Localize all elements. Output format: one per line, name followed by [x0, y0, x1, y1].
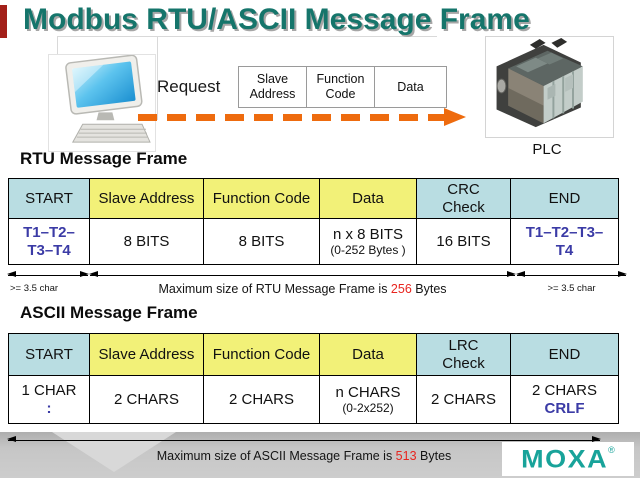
ascii-heading: ASCII Message Frame: [20, 303, 198, 322]
moxa-logo: MOXA ®: [502, 442, 634, 476]
plc-icon: [496, 37, 583, 128]
ascii-header-function-code: Function Code: [203, 334, 319, 376]
ascii-header-data: Data: [319, 334, 416, 376]
plc-label: PLC: [532, 141, 562, 158]
ascii-header-slave-address: Slave Address: [89, 334, 203, 376]
cell-line: Data: [397, 79, 424, 94]
rtu-left-note: >= 3.5 char: [10, 283, 59, 294]
rtu-cell-crc: 16 BITS: [416, 219, 510, 264]
ascii-max-span-arrow: [7, 436, 601, 443]
moxa-logo-text: MOXA: [521, 444, 609, 473]
cell-line: Address: [249, 87, 296, 101]
slide-title: Modbus RTU/ASCII Message Frame: [23, 3, 530, 36]
frame-cell-data: Data: [374, 67, 446, 107]
rtu-start-span-arrow: [7, 271, 89, 278]
ascii-cell-function-code: 2 CHARS: [203, 376, 319, 423]
accent-bar: [0, 5, 7, 38]
rtu-header-data: Data: [319, 179, 416, 219]
rtu-max-span-arrow: [89, 271, 516, 278]
ascii-max-size-value: 513: [395, 449, 417, 463]
computer-image-box: [48, 54, 156, 152]
rtu-cell-data: n x 8 BITS(0-252 Bytes ): [319, 219, 416, 264]
placeholder-line: [157, 36, 158, 120]
ascii-cell-slave-address: 2 CHARS: [89, 376, 203, 423]
request-label: Request: [157, 77, 221, 96]
placeholder-line: [57, 36, 437, 37]
rtu-cell-slave-address: 8 BITS: [89, 219, 203, 264]
rtu-header-start: START: [9, 179, 89, 219]
request-arrow: [138, 108, 470, 126]
ascii-cell-lrc: 2 CHARS: [416, 376, 510, 423]
rtu-header-end: END: [510, 179, 618, 219]
rtu-header-function-code: Function Code: [203, 179, 319, 219]
frame-cell-slave-address: Slave Address: [239, 67, 306, 107]
cell-line: Slave: [256, 72, 289, 86]
ascii-header-start: START: [9, 334, 89, 376]
frame-cell-function-code: Function Code: [306, 67, 374, 107]
ascii-max-size-note: Maximum size of ASCII Message Frame is 5…: [156, 449, 452, 463]
arrow-head-icon: [444, 108, 466, 126]
ascii-cell-start: 1 CHAR:: [21, 381, 77, 417]
rtu-end-span-arrow: [516, 271, 627, 278]
rtu-cell-start: T1–T2–T3–T4: [23, 223, 75, 259]
rtu-cell-end: T1–T2–T3–T4: [510, 219, 618, 264]
cell-line: Code: [325, 87, 356, 101]
rtu-cell-function-code: 8 BITS: [203, 219, 319, 264]
rtu-max-size-value: 256: [390, 282, 412, 296]
footer-band-chevron: [52, 432, 176, 472]
ascii-header-end: END: [510, 334, 618, 376]
rtu-header-slave-address: Slave Address: [89, 179, 203, 219]
ascii-cell-data: n CHARS(0-2x252): [319, 376, 416, 423]
request-frame-table: Slave Address Function Code Data: [238, 66, 447, 108]
registered-mark: ®: [608, 445, 615, 455]
rtu-table: START Slave Address Function Code Data C…: [8, 178, 619, 265]
plc-image-box: [485, 36, 614, 138]
arrow-dashes: [138, 114, 446, 121]
rtu-heading: RTU Message Frame: [20, 149, 188, 168]
rtu-right-note: >= 3.5 char: [547, 283, 596, 294]
rtu-max-size-note: Maximum size of RTU Message Frame is 256…: [158, 282, 447, 296]
cell-line: Function: [316, 72, 365, 86]
ascii-table: START Slave Address Function Code Data L…: [8, 333, 619, 424]
computer-icon: [65, 54, 151, 143]
